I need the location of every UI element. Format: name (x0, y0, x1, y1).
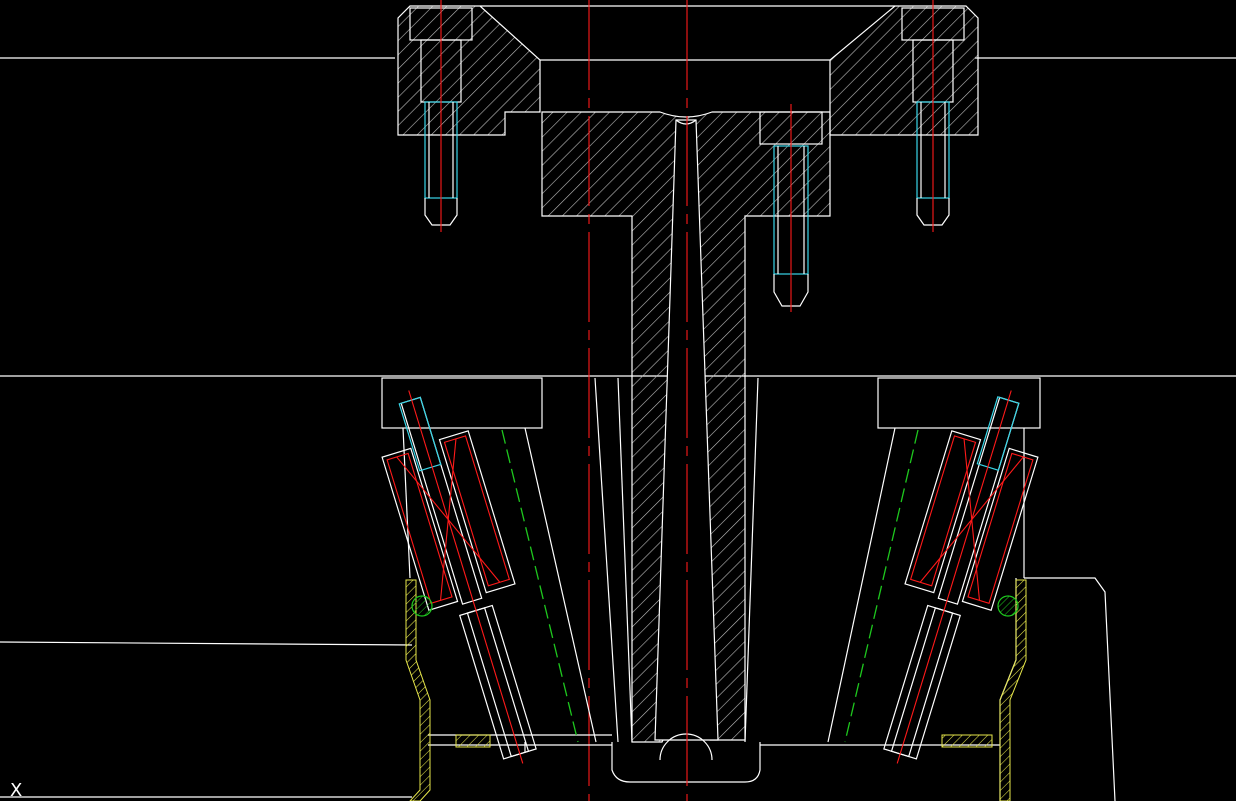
center-lines (588, 0, 688, 801)
cavity-insert-left (405, 579, 491, 801)
axis-label-x: X (10, 780, 22, 801)
socket-bolt-left (409, 0, 473, 232)
socket-bolt-center (759, 104, 823, 312)
o-ring-left (411, 595, 433, 617)
angled-lifter-right (844, 390, 1039, 764)
plate-lines (0, 57, 1236, 798)
o-ring-right (997, 595, 1019, 617)
sprue-bushing (541, 111, 831, 783)
top-clamp-ring (397, 5, 979, 136)
angled-lifter-left (381, 390, 579, 764)
cavity-insert-right (941, 577, 1116, 801)
socket-bolt-right (901, 0, 965, 232)
